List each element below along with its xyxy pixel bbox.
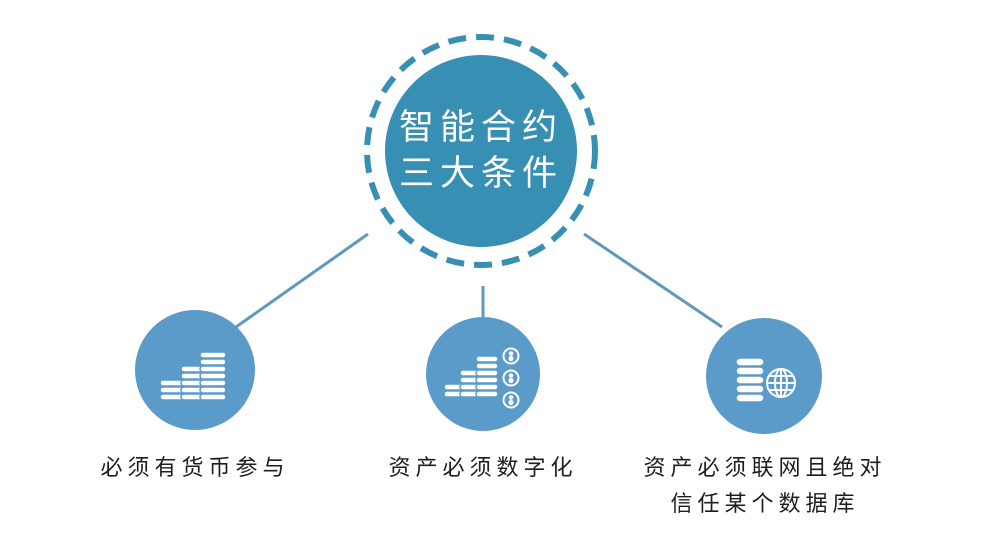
digital-coins-icon: [443, 347, 520, 409]
condition-3-label-line1: 资产必须联网且绝对: [643, 456, 887, 481]
connector-right: [583, 232, 723, 329]
connector-left: [235, 232, 369, 329]
center-title-line2: 三大条件: [398, 154, 563, 194]
condition-3-label-line2: 信任某个数据库: [670, 492, 860, 517]
center-dashed-ring: [364, 34, 598, 268]
center-circle: [385, 55, 577, 247]
node-database: [706, 318, 822, 434]
database-globe-icon: [735, 357, 796, 403]
center-title-line1: 智能合约: [398, 108, 563, 148]
coin-stacks-icon: [159, 351, 227, 401]
condition-2-label: 资产必须数字化: [388, 456, 578, 481]
condition-1-label: 必须有货币参与: [100, 456, 290, 481]
